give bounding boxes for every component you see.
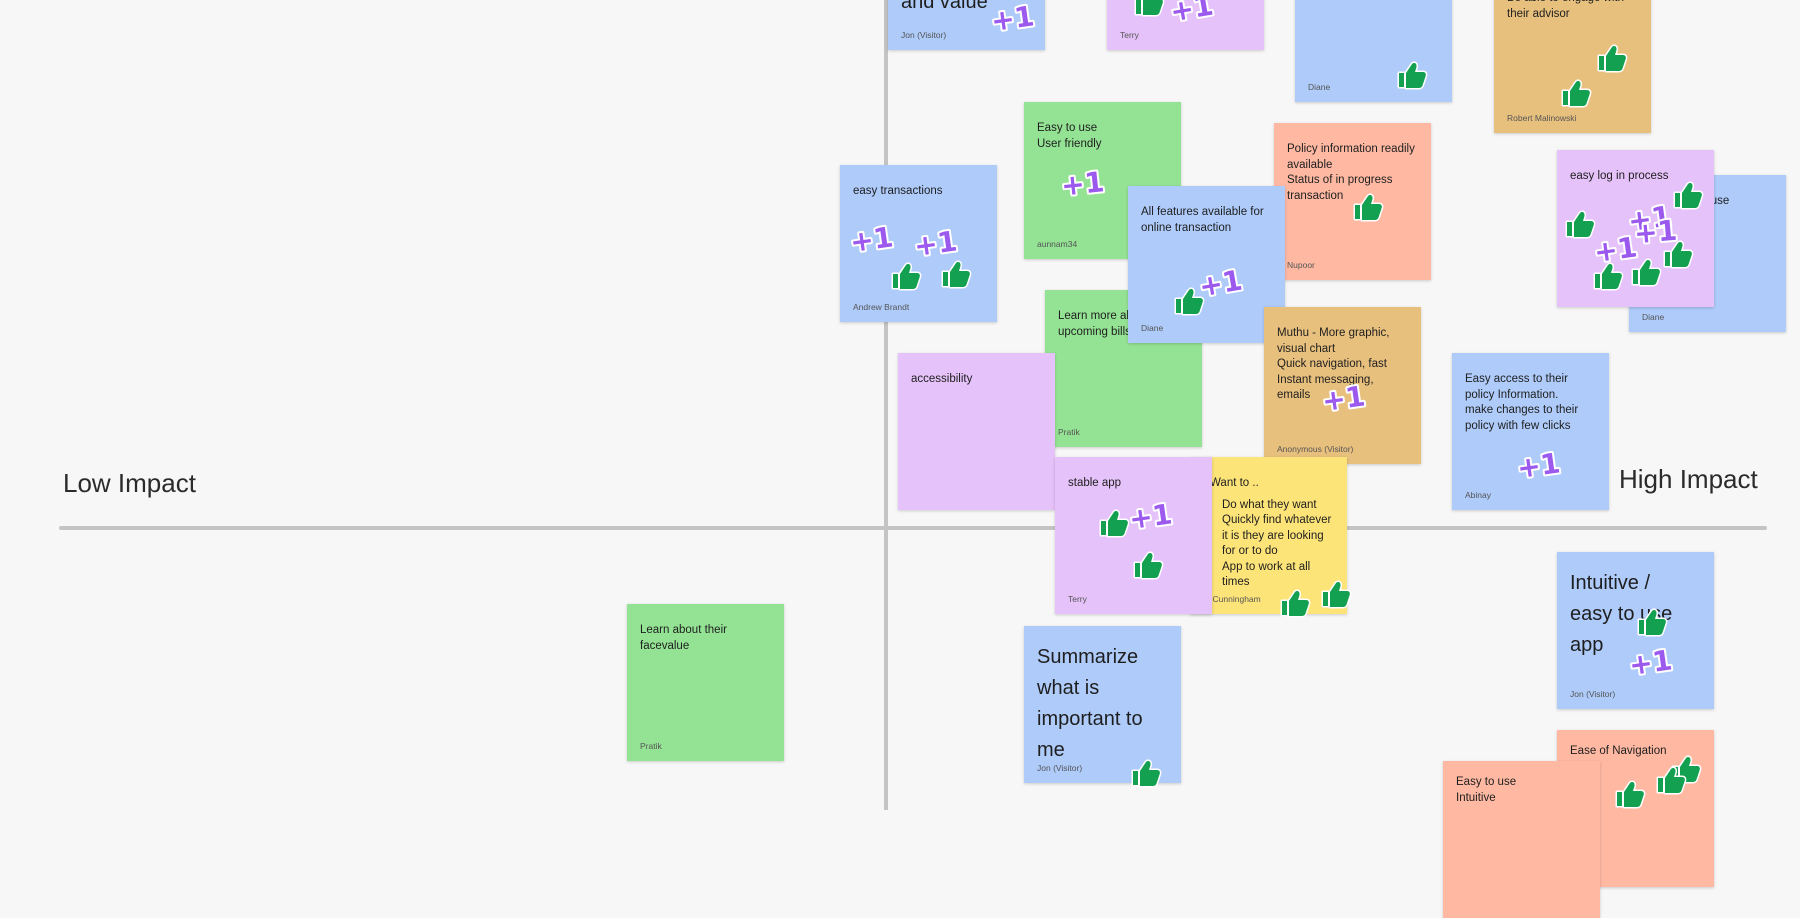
note-text: Summarize what is important to me: [1037, 646, 1143, 761]
plus-one-icon[interactable]: [1513, 444, 1565, 488]
thumbs-up-icon[interactable]: [1630, 258, 1662, 288]
plus-one-icon[interactable]: [1125, 495, 1177, 539]
sticky-note[interactable]: Policy information readily available Sta…: [1274, 123, 1431, 280]
thumbs-up-icon[interactable]: [1614, 780, 1646, 810]
plus-one-icon[interactable]: [910, 222, 962, 266]
sticky-note[interactable]: Be able to engage with their advisor Rob…: [1494, 0, 1651, 133]
thumbs-up-icon[interactable]: [1662, 240, 1694, 270]
note-author: Terry: [1068, 594, 1087, 604]
note-text: accessibility: [911, 373, 973, 385]
sticky-note[interactable]: Summarize what is important to me Jon (V…: [1024, 626, 1181, 783]
note-author: Diane: [1642, 312, 1665, 322]
plus-one-icon[interactable]: [1318, 377, 1370, 421]
plus-one-icon[interactable]: [1590, 228, 1642, 272]
sticky-note[interactable]: All features available for online transa…: [1128, 186, 1285, 343]
sticky-note[interactable]: Easy to use Intuitive: [1443, 761, 1600, 918]
note-bullet: App to work at all times: [1222, 560, 1335, 591]
note-author: aunnam34: [1037, 239, 1078, 249]
thumbs-up-icon[interactable]: [1132, 551, 1164, 581]
sticky-note[interactable]: Easy access to their policy Information.…: [1452, 353, 1609, 510]
sticky-note[interactable]: Learn about their facevalue Pratik: [627, 604, 784, 761]
plus-one-icon[interactable]: [1057, 163, 1108, 205]
note-author: nan Cunningham: [1196, 594, 1261, 604]
note-text: and value: [901, 0, 988, 13]
note-author: Abinay: [1465, 490, 1491, 500]
vertical-axis-line: [884, 0, 888, 810]
note-text: Want to ..: [1210, 477, 1259, 489]
thumbs-up-icon[interactable]: [1596, 44, 1628, 74]
plus-one-icon[interactable]: [987, 0, 1039, 41]
plus-one-icon[interactable]: [846, 218, 898, 262]
note-author: Jon (Visitor): [1037, 763, 1083, 773]
note-bullet: Do what they want: [1222, 498, 1335, 514]
thumbs-up-icon[interactable]: [1133, 0, 1165, 18]
axis-label-low-impact: Low Impact: [63, 468, 196, 498]
horizontal-axis-line: [59, 526, 1767, 530]
sticky-note[interactable]: Diane: [1295, 0, 1452, 102]
note-text: Learn about their facevalue: [640, 624, 727, 652]
thumbs-up-icon[interactable]: [1560, 79, 1592, 109]
thumbs-up-icon[interactable]: [1655, 766, 1687, 796]
thumbs-up-icon[interactable]: [1396, 61, 1428, 91]
note-text: easy log in process: [1570, 170, 1669, 182]
note-author: Diane: [1141, 323, 1164, 333]
thumbs-up-icon[interactable]: [1352, 193, 1384, 223]
note-author: Robert Malinowski: [1507, 113, 1577, 123]
thumbs-up-icon[interactable]: [1672, 181, 1704, 211]
note-text: Policy information readily available Sta…: [1287, 143, 1415, 202]
thumbs-up-icon[interactable]: [1592, 262, 1624, 292]
note-text: Be able to engage with their advisor: [1507, 0, 1624, 20]
thumbs-up-icon[interactable]: [1279, 589, 1311, 619]
note-text: Easy to use Intuitive: [1456, 776, 1517, 804]
note-author: Terry: [1120, 30, 1139, 40]
note-bullet-list: Do what they want Quickly find whatever …: [1210, 498, 1335, 591]
sticky-note[interactable]: stable app Terry: [1055, 457, 1212, 614]
thumbs-up-icon[interactable]: [890, 262, 922, 292]
note-author: Jon (Visitor): [1570, 689, 1616, 699]
sticky-note[interactable]: Want to .. Do what they want Quickly fin…: [1190, 457, 1347, 614]
thumbs-up-icon[interactable]: [1636, 608, 1668, 638]
note-author: Pratik: [640, 741, 662, 751]
note-text: Easy to use User friendly: [1037, 122, 1102, 150]
note-author: Jon (Visitor): [901, 30, 947, 40]
note-author: Nupoor: [1287, 260, 1315, 270]
plus-one-icon[interactable]: [1625, 641, 1677, 685]
thumbs-up-icon[interactable]: [1173, 287, 1205, 317]
note-bullet: Quickly find whatever it is they are loo…: [1222, 513, 1335, 560]
note-author: Pratik: [1058, 427, 1080, 437]
note-text: All features available for online transa…: [1141, 206, 1264, 234]
note-author: Diane: [1308, 82, 1331, 92]
note-author: Anonymous (Visitor): [1277, 444, 1354, 454]
note-author: Andrew Brandt: [853, 302, 910, 312]
thumbs-up-icon[interactable]: [1130, 759, 1162, 789]
note-text: Easy access to their policy Information.…: [1465, 373, 1579, 432]
thumbs-up-icon[interactable]: [1098, 509, 1130, 539]
axis-label-high-impact: High Impact: [1619, 464, 1758, 494]
plus-one-icon[interactable]: [1165, 0, 1218, 31]
thumbs-up-icon[interactable]: [940, 260, 972, 290]
thumbs-up-icon[interactable]: [1320, 580, 1352, 610]
note-text: easy transactions: [853, 185, 943, 197]
note-text: stable app: [1068, 477, 1122, 489]
sticky-note[interactable]: accessibility: [898, 353, 1055, 510]
